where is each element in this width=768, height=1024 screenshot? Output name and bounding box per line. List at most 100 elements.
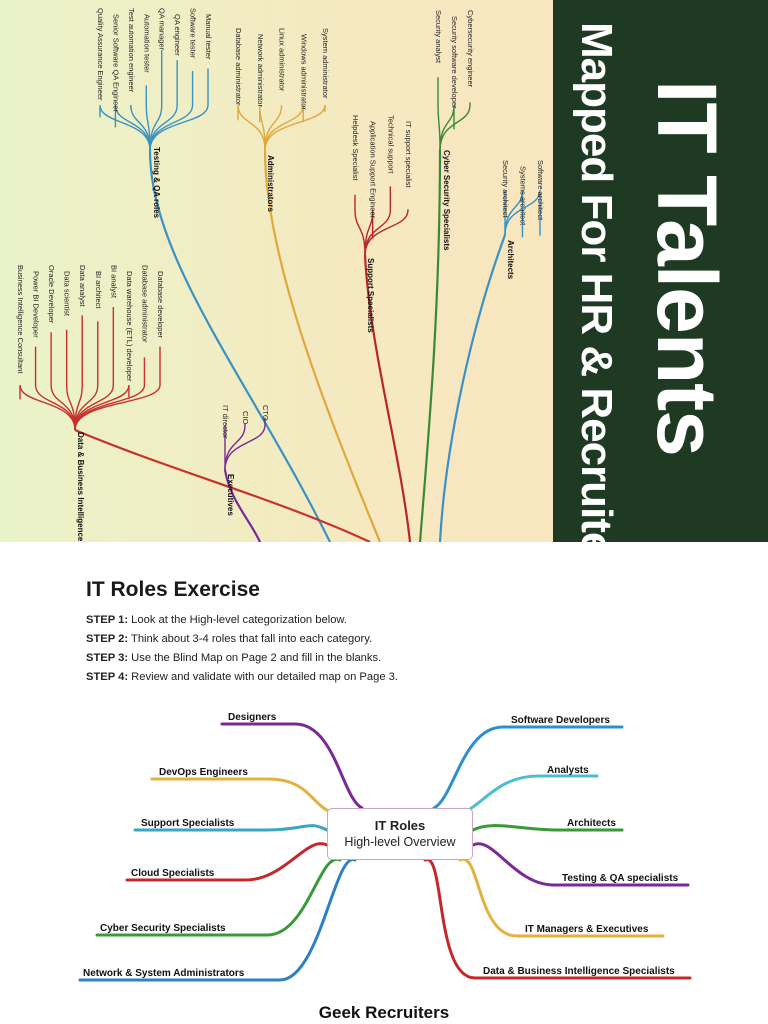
- cover-role-label: Cybersecurity engineer: [466, 10, 475, 88]
- cover-role-label: BI analyst: [109, 265, 118, 299]
- cover-role-label: Software architect: [536, 160, 545, 221]
- cover-role-line: [74, 346, 161, 431]
- overview-category-label: Network & System Administrators: [83, 968, 245, 979]
- step-label: STEP 3:: [86, 652, 129, 664]
- step-1: STEP 1: Look at the High-level categoriz…: [86, 614, 726, 627]
- overview-category-label: Software Developers: [511, 715, 610, 726]
- cover-role-line: [149, 68, 209, 151]
- cover-role-label: Oracle Developer: [47, 265, 56, 324]
- overview-connector: [95, 857, 342, 937]
- step-label: STEP 4:: [86, 671, 129, 683]
- center-node-subtitle: High-level Overview: [344, 835, 456, 849]
- cover-image: Quality Assurance Engineer Senior Softwar…: [0, 0, 768, 542]
- cover-title-panel: [553, 0, 768, 542]
- cover-role-label: Windows administrator: [299, 34, 308, 110]
- cover-role-line: [364, 209, 409, 256]
- cover-trunk: [363, 254, 412, 542]
- overview-category-label: Testing & QA specialists: [562, 873, 679, 884]
- center-node-title: IT Roles: [374, 818, 426, 833]
- overview-category-label: Architects: [567, 818, 616, 829]
- step-text: Think about 3-4 roles that fall into eac…: [128, 633, 373, 645]
- cover-role-label: Security analyst: [434, 10, 443, 64]
- cover-role-line: [439, 102, 471, 151]
- step-label: STEP 2:: [86, 633, 129, 645]
- cover-trunk: [438, 234, 507, 542]
- cover-trunk: [74, 428, 371, 542]
- overview-connectors: [78, 722, 692, 982]
- cover-role-line: [264, 104, 283, 151]
- step-label: STEP 1:: [86, 614, 129, 626]
- cover-branch-label: Data & Business Intelligence: [76, 432, 85, 542]
- step-text: Review and validate with our detailed ma…: [128, 671, 398, 683]
- cover-role-label: Power BI Developer: [32, 271, 41, 338]
- cover-role-label: BI architect: [94, 271, 103, 309]
- overview-connector: [150, 777, 332, 814]
- overview-category-label: IT Managers & Executives: [525, 924, 649, 935]
- cover-role-label: QA engineer: [173, 14, 182, 56]
- overview-category-label: Cloud Specialists: [131, 868, 215, 879]
- cover-role-label: Linux administrator: [278, 28, 287, 92]
- cover-role-label: Application Support Engineer: [369, 121, 378, 219]
- cover-role-label: Data analyst: [78, 265, 87, 308]
- cover-branch-label: Administrators: [266, 155, 275, 212]
- cover-branch-label: Testing & QA roles: [152, 147, 161, 219]
- overview-connector: [432, 725, 624, 810]
- cover-role-label: Security software developer: [450, 16, 459, 109]
- overview-connector: [463, 774, 599, 814]
- exercise-title: IT Roles Exercise: [86, 578, 260, 601]
- exercise-section: IT Roles Exercise STEP 1: Look at the Hi…: [86, 578, 726, 690]
- cover-role-label: Security architect: [501, 160, 510, 218]
- cover-branch-label: Support Specialists: [366, 258, 375, 333]
- cover-role-label: Software tester: [189, 8, 198, 59]
- overview-center-node: IT Roles High-level Overview: [327, 808, 473, 860]
- overview-category-label: DevOps Engineers: [159, 767, 248, 778]
- overview-connector: [471, 824, 624, 832]
- overview-connector: [471, 842, 690, 887]
- cover-role-label: Network administrator: [256, 34, 265, 107]
- step-3: STEP 3: Use the Blind Map on Page 2 and …: [86, 652, 726, 665]
- cover-branch-label: Executives: [226, 474, 235, 516]
- cover-role-label: QA manager: [158, 8, 167, 51]
- cover-role-line: [224, 417, 266, 471]
- overview-connector: [125, 842, 329, 882]
- cover-role-label: Quality Assurance Engineer: [96, 8, 105, 101]
- cover-role-label: Technical support: [386, 115, 395, 174]
- footer-brand: Geek Recruiters: [318, 1003, 450, 1022]
- cover-trunk: [148, 149, 331, 542]
- cover-role-label: Database administrator: [140, 265, 149, 343]
- cover-role-label: CIO: [241, 411, 250, 425]
- cover-role-line: [504, 189, 541, 236]
- step-4: STEP 4: Review and validate with our det…: [86, 671, 726, 684]
- cover-role-label: Systems architect: [519, 166, 528, 226]
- cover-role-label: Data warehouse (ETL) developer: [125, 271, 134, 382]
- overview-category-label: Data & Business Intelligence Specialists: [483, 966, 675, 977]
- cover-role-label: Manual tester: [204, 14, 213, 60]
- cover-role-line: [264, 104, 326, 151]
- cover-role-label: Test automation engineer: [127, 8, 136, 93]
- cover-role-label: Senior Software QA Engineer: [111, 14, 120, 112]
- cover-trunk: [418, 149, 442, 542]
- cover-role-label: IT director: [221, 405, 230, 439]
- overview-connector: [78, 858, 357, 982]
- cover-role-line: [19, 384, 76, 431]
- cover-role-label: Database administrator: [234, 28, 243, 106]
- cover-role-label: Data scientist: [63, 271, 72, 317]
- step-2: STEP 2: Think about 3-4 roles that fall …: [86, 633, 726, 646]
- cover-branch-label: Architects: [506, 240, 515, 280]
- cover-role-label: System administrator: [321, 28, 330, 99]
- cover-role-label: CTO: [261, 405, 270, 421]
- overview-connector: [458, 857, 665, 938]
- cover-role-label: Business Intelligence Consultant: [16, 265, 25, 374]
- overview-connector: [220, 722, 364, 810]
- overview-connector: [423, 858, 692, 980]
- overview-category-label: Support Specialists: [141, 818, 235, 829]
- cover-branch-label: Cyber Security Specialists: [442, 150, 451, 251]
- step-text: Use the Blind Map on Page 2 and fill in …: [128, 652, 382, 664]
- step-text: Look at the High-level categorization be…: [128, 614, 347, 626]
- overview-category-label: Designers: [228, 712, 277, 723]
- overview-category-label: Analysts: [547, 765, 589, 776]
- cover-role-label: IT support specialist: [404, 121, 413, 188]
- cover-role-label: Automation tester: [142, 14, 151, 73]
- cover-role-line: [99, 104, 151, 151]
- cover-trunk: [263, 149, 382, 542]
